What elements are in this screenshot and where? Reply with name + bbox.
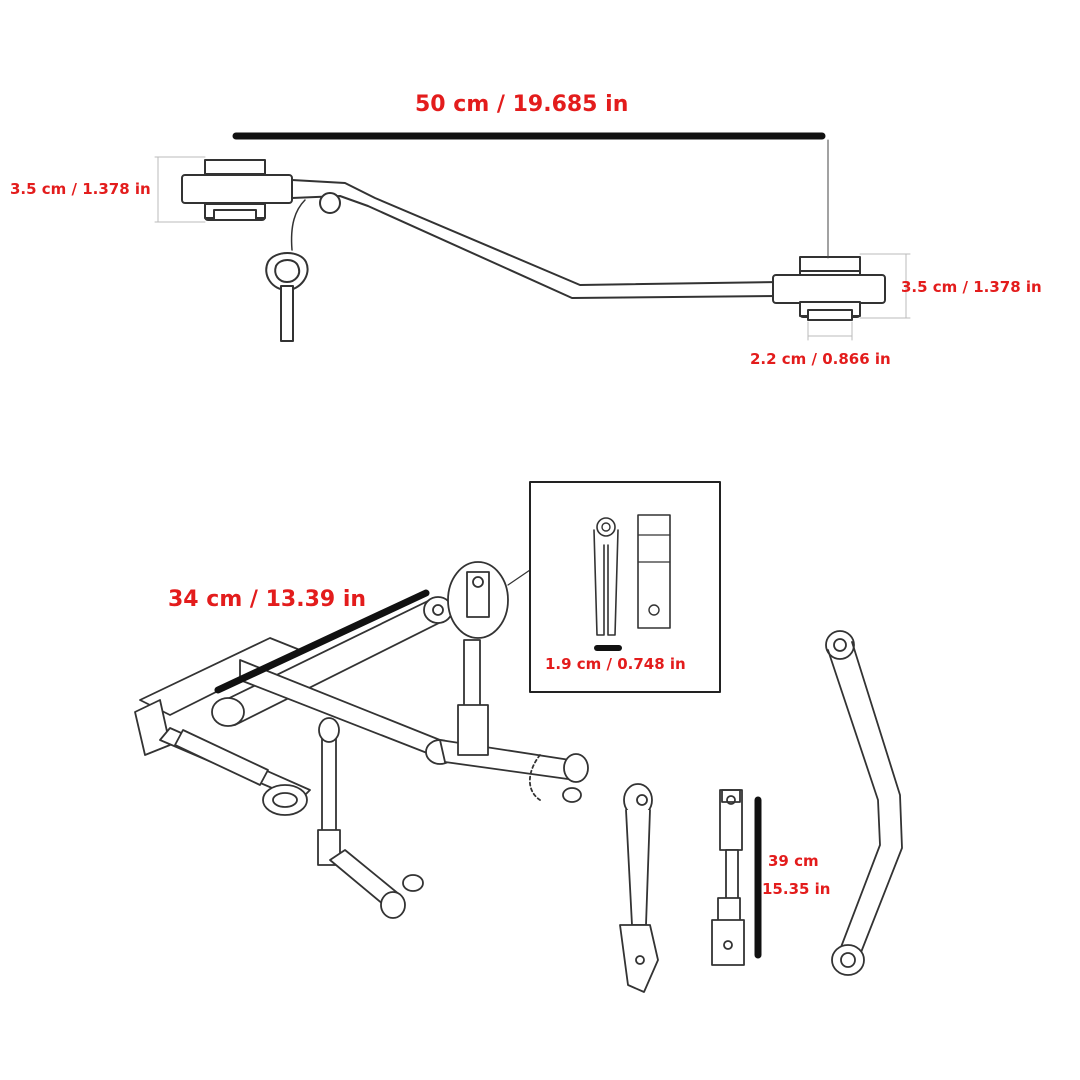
bolt-width-label: 2.2 cm / 0.866 in	[750, 350, 891, 368]
left-height-label: 3.5 cm / 1.378 in	[10, 180, 151, 198]
rod-length-cm-label: 39 cm	[768, 852, 819, 870]
stabilizer-bar-drawing	[154, 139, 911, 342]
top-length-label: 50 cm / 19.685 in	[415, 92, 629, 117]
right-height-label: 3.5 cm / 1.378 in	[901, 278, 1042, 296]
arm-length-label: 34 cm / 13.39 in	[168, 587, 367, 612]
linkage-assembly-drawing	[134, 561, 589, 919]
rod-length-in-label: 15.35 in	[762, 880, 831, 898]
arm-dimension-bar	[214, 589, 430, 694]
loose-parts-drawing	[619, 630, 903, 993]
pin-detail-inset	[529, 481, 721, 693]
pin-width-label: 1.9 cm / 0.748 in	[545, 655, 686, 673]
